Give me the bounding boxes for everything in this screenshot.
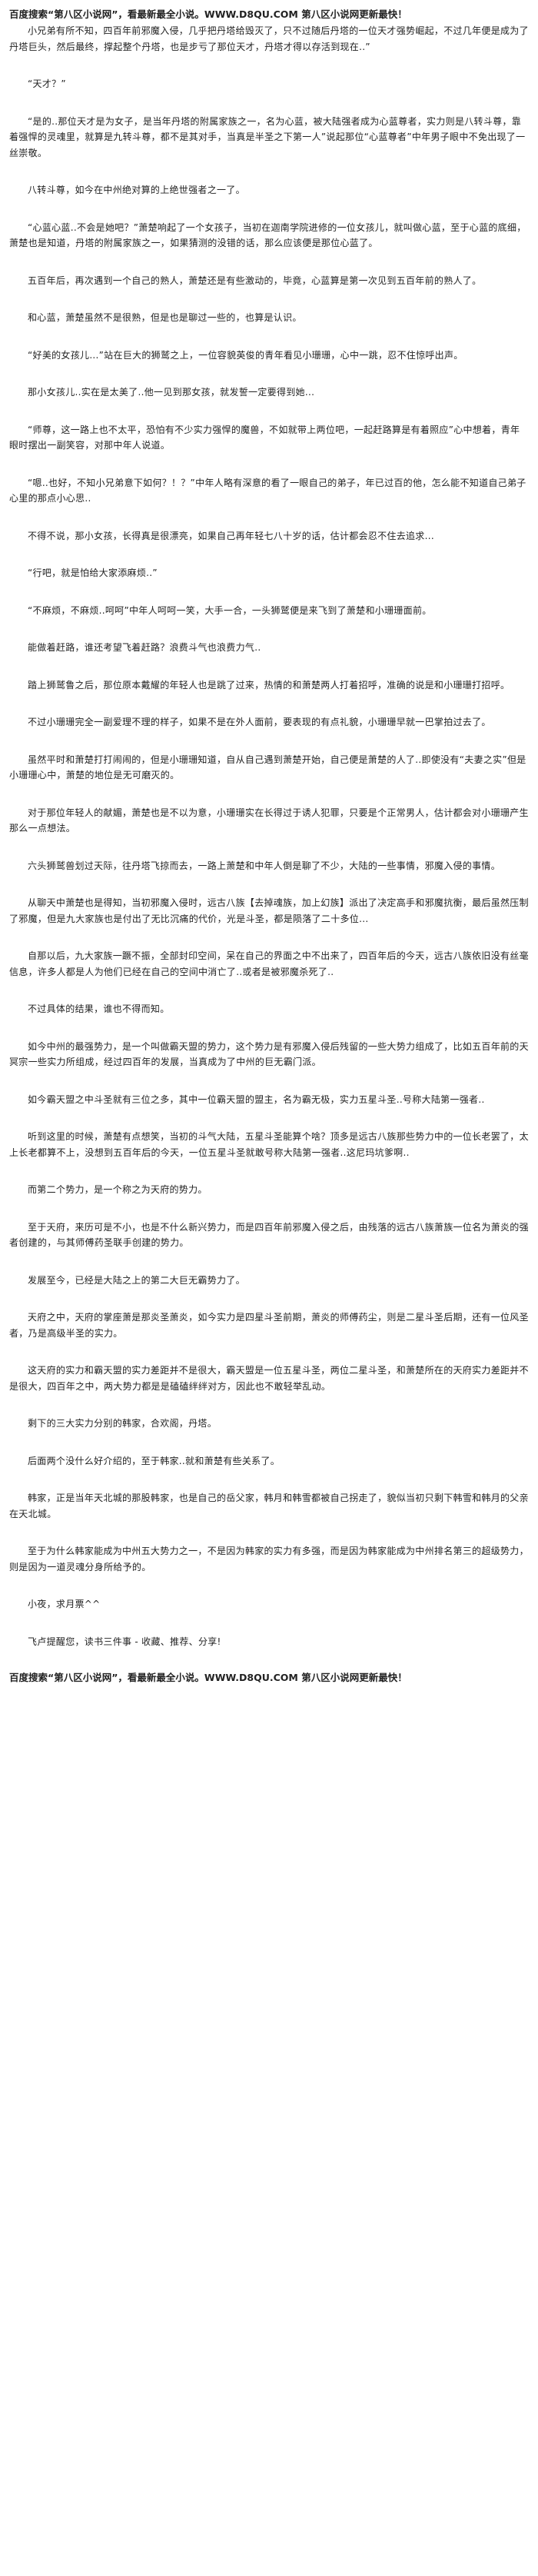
footer-banner: 百度搜索“第八区小说网”，看最新最全小说。WWW.D8QU.COM 第八区小说网…: [9, 1672, 407, 1683]
paragraph: 发展至今，已经是大陆之上的第二大巨无霸势力了。: [28, 1274, 245, 1286]
paragraph: 如今霸天盟之中斗圣就有三位之多，其中一位霸天盟的盟主，名为霸无极，实力五星斗圣.…: [28, 1093, 485, 1105]
site-support-note: 飞卢提醒您，读书三件事 - 收藏、推荐、分享!: [28, 1636, 221, 1647]
paragraph: “嗯..也好，不知小兄弟意下如何？！？”中年人略有深意的看了一眼自己的弟子，年已…: [9, 477, 526, 504]
paragraph: “行吧，就是怕给大家添麻烦..”: [28, 567, 158, 578]
paragraph: 对于那位年轻人的献媚，萧楚也是不以为意，小珊珊实在长得过于诱人犯罪，只要是个正常…: [9, 807, 529, 834]
paragraph: 而第二个势力，是一个称之为天府的势力。: [28, 1184, 208, 1195]
paragraph: 踏上狮鹫鲁之后，那位原本戴耀的年轻人也是跳了过来，热情的和萧楚两人打着招呼，准确…: [28, 679, 510, 691]
paragraph: “师尊，这一路上也不太平，恐怕有不少实力强悍的魔兽，不如就带上两位吧，一起赶路算…: [9, 424, 520, 451]
paragraph: 这天府的实力和霸天盟的实力差距并不是很大，霸天盟是一位五星斗圣，两位二星斗圣，和…: [9, 1365, 529, 1392]
chapter-content: 小兄弟有所不知，四百年前邪魔入侵，几乎把丹塔给毁灭了，只不过随后丹塔的一位天才强…: [9, 23, 529, 1649]
paragraph: “不麻烦，不麻烦..呵呵”中年人呵呵一笑，大手一合，一头狮鹫便是来飞到了萧楚和小…: [28, 604, 432, 616]
paragraph: 五百年后，再次遇到一个自己的熟人，萧楚还是有些激动的，毕竟，心蓝算是第一次见到五…: [28, 275, 482, 286]
paragraph: 从聊天中萧楚也是得知，当初邪魔入侵时，远古八族【去掉魂族，加上幻族】派出了决定高…: [9, 897, 529, 924]
paragraph: “心蓝心蓝..不会是她吧？”萧楚响起了一个女孩子，当初在迦南学院进修的一位女孩儿…: [9, 221, 526, 249]
paragraph: 八转斗尊，如今在中州绝对算的上绝世强者之一了。: [28, 185, 245, 195]
paragraph: 虽然平时和萧楚打打闹闹的，但是小珊珊知道，自从自己遇到萧楚开始，自己便是萧楚的人…: [9, 754, 526, 781]
header-banner: 百度搜索“第八区小说网”，看最新最全小说。WWW.D8QU.COM 第八区小说网…: [9, 8, 407, 20]
paragraph: 如今中州的最强势力，是一个叫做霸天盟的势力，这个势力是有邪魔入侵后残留的一些大势…: [9, 1040, 529, 1068]
paragraph: 韩家，正是当年天北城的那股韩家，也是自己的岳父家，韩月和韩雪都被自己拐走了，貌似…: [9, 1493, 529, 1519]
paragraph: “天才？”: [28, 78, 66, 89]
site-reminder: 小夜，求月票^^: [28, 1599, 101, 1609]
paragraph: “是的..那位天才是为女子，是当年丹塔的附属家族之一，名为心蓝，被大陆强者成为心…: [9, 115, 526, 158]
paragraph: 自那以后，九大家族一蹶不振，全部封印空间，呆在自己的界面之中不出来了，四百年后的…: [9, 950, 529, 977]
paragraph: 不过小珊珊完全一副爱理不理的样子，如果不是在外人面前，要表现的有点礼貌，小珊珊早…: [28, 717, 491, 727]
paragraph: 能做着赶路，谁还考望飞着赶路？浪费斗气也浪费力气..: [28, 642, 261, 653]
paragraph: 不得不说，那小女孩，长得真是很漂亮，如果自己再年轻七八十岁的话，估计都会忍不住去…: [28, 530, 434, 541]
author-note: 至于为什么韩家能成为中州五大势力之一，不是因为韩家的实力有多强，而是因为韩家能成…: [9, 1546, 529, 1573]
paragraph: 不过具体的结果，谁也不得而知。: [28, 1003, 170, 1014]
paragraph: 那小女孩儿..实在是太美了..他一见到那女孩，就发誓一定要得到她...: [28, 387, 315, 398]
paragraph: 至于天府，来历可是不小，也是不什么新兴势力，而是四百年前邪魔入侵之后，由残落的远…: [9, 1221, 529, 1249]
paragraph: 和心蓝，萧楚虽然不是很熟，但是也是聊过一些的，也算是认识。: [28, 312, 302, 323]
paragraph: 天府之中，天府的掌座萧是那炎圣萧炎，如今实力是四星斗圣前期，萧炎的师傅药尘，则是…: [9, 1312, 529, 1339]
paragraph: 剩下的三大实力分别的韩家，合欢阁，丹塔。: [28, 1418, 218, 1429]
paragraph: 后面两个没什么好介绍的，至于韩家..就和萧楚有些关系了。: [28, 1455, 281, 1466]
paragraph: 六头狮鹫兽划过天际，往丹塔飞掠而去，一路上萧楚和中年人倒是聊了不少，大陆的一些事…: [28, 860, 501, 871]
paragraph: 小兄弟有所不知，四百年前邪魔入侵，几乎把丹塔给毁灭了，只不过随后丹塔的一位天才强…: [9, 25, 529, 52]
paragraph: “好美的女孩儿...”站在巨大的狮鹫之上，一位容貌英俊的青年看见小珊珊，心中一跳…: [28, 349, 463, 361]
paragraph: 听到这里的时候，萧楚有点想笑，当初的斗气大陆，五星斗圣能算个啥？顶多是远古八族那…: [9, 1131, 529, 1158]
